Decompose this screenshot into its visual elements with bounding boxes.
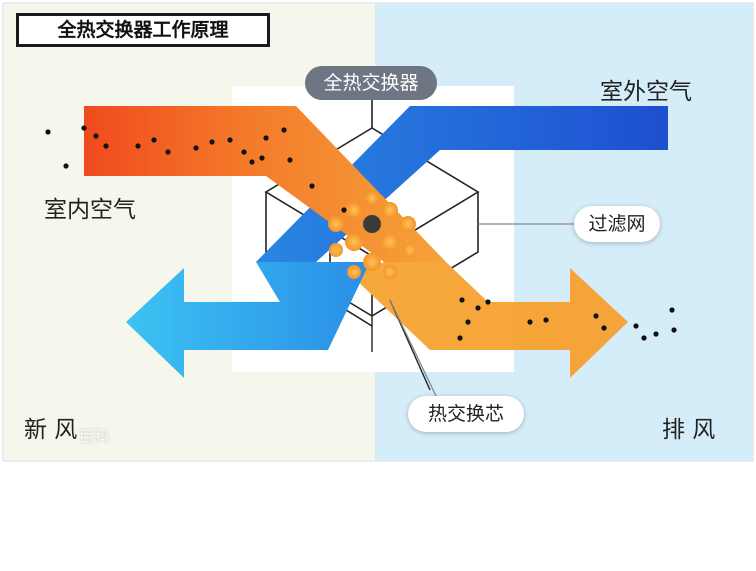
watermark: 百科 bbox=[78, 427, 111, 446]
exchanger-label: 全热交换器 bbox=[305, 66, 437, 100]
indoor-air-flow-band bbox=[84, 106, 446, 262]
core-label: 热交换芯 bbox=[408, 396, 524, 432]
filter-grid-icon bbox=[328, 191, 417, 279]
diagram-border bbox=[2, 2, 754, 462]
indoor-air-label: 室内空气 bbox=[44, 197, 136, 223]
fresh-air-flow-arrow bbox=[126, 262, 370, 378]
callout-leader-lines bbox=[389, 223, 574, 397]
dust-particle-icon bbox=[45, 125, 677, 341]
exhaust-air-label: 排 风 bbox=[662, 417, 716, 443]
exhaust-air-flow-arrow bbox=[352, 262, 628, 378]
page-title: 全热交换器工作原理 bbox=[16, 13, 270, 47]
outdoor-air-label: 室外空气 bbox=[600, 79, 692, 105]
fresh-air-label: 新 风 bbox=[24, 417, 78, 443]
filter-label: 过滤网 bbox=[574, 206, 660, 242]
